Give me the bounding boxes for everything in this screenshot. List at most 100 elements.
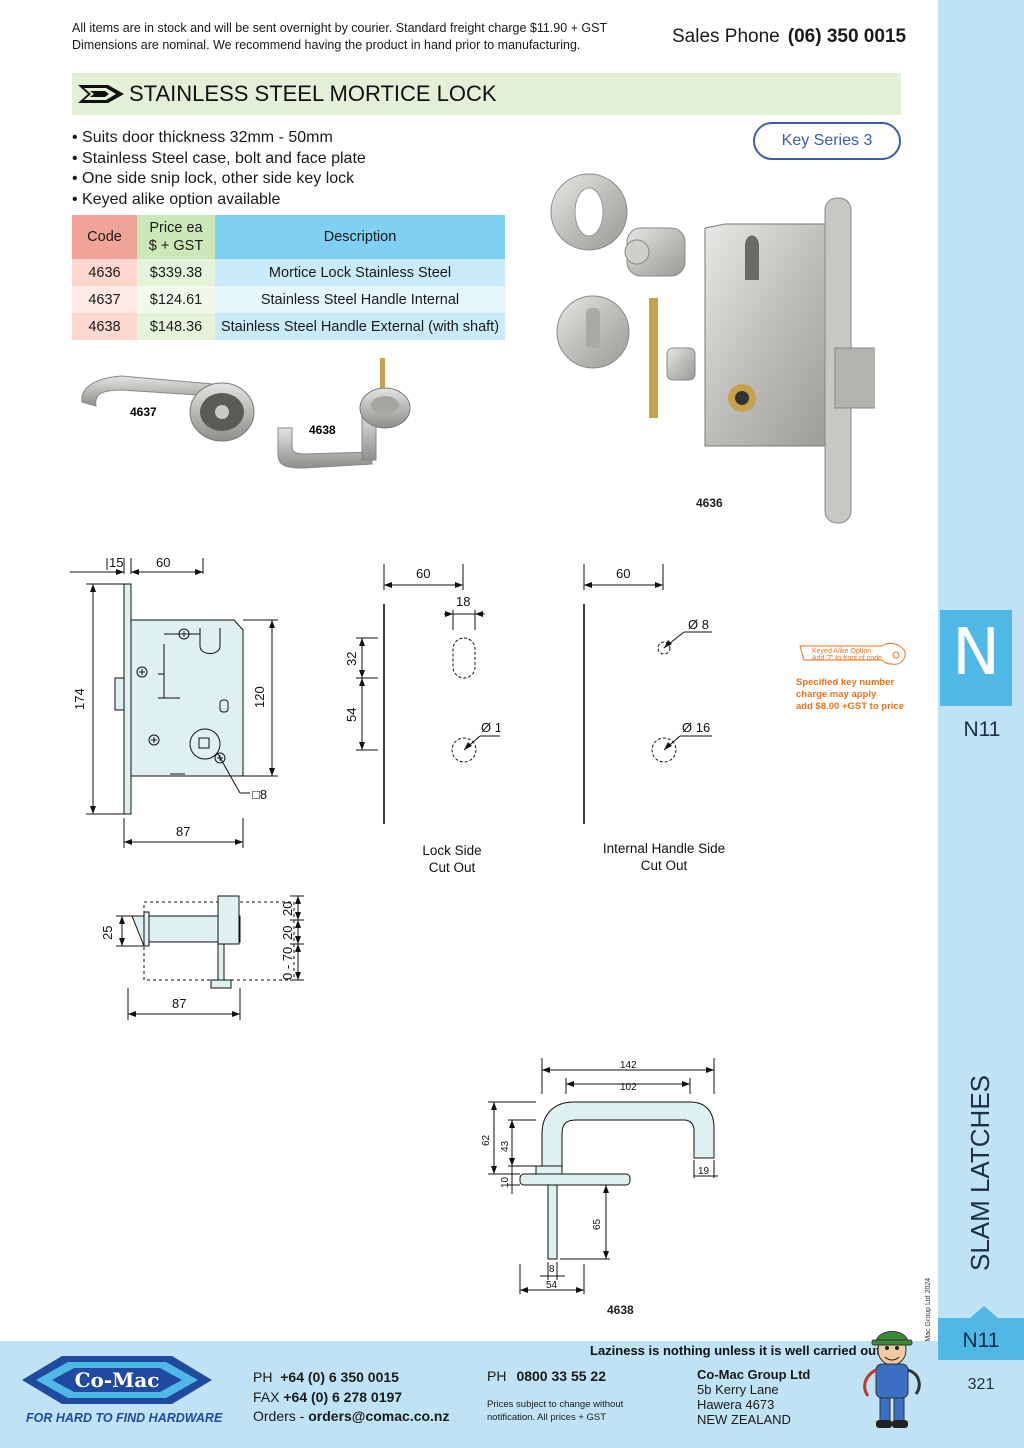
cell-description: Stainless Steel Handle External (with sh… xyxy=(215,313,505,340)
stock-note: All items are in stock and will be sent … xyxy=(72,20,652,54)
lock-side-drawing: 25 20 20 0 - 70 87 xyxy=(100,895,304,1020)
note-line: Specified key number xyxy=(796,677,895,688)
dim-60: 60 xyxy=(416,566,430,581)
dim-87: 87 xyxy=(176,824,190,839)
table-row[interactable]: 4637 $124.61 Stainless Steel Handle Inte… xyxy=(72,286,505,313)
table-row[interactable]: 4636 $339.38 Mortice Lock Stainless Stee… xyxy=(72,259,505,286)
table-header-row: Code Price ea $ + GST Description xyxy=(72,215,505,259)
address-line: NEW ZEALAND xyxy=(697,1412,791,1427)
dim-square-8: □8 xyxy=(252,787,267,802)
cell-price: $124.61 xyxy=(137,286,215,313)
handle-cutout-caption: Internal Handle Side Cut Out xyxy=(594,840,734,874)
comac-logo[interactable]: Co-Mac xyxy=(22,1350,212,1410)
section-letter: N xyxy=(952,616,1000,690)
orders-line: Orders - orders@comac.co.nz xyxy=(253,1407,450,1427)
note-line: charge may apply xyxy=(796,689,877,700)
caption-line: Cut Out xyxy=(428,860,476,875)
feature-item: • Suits door thickness 32mm - 50mm xyxy=(72,129,333,146)
caption-line: Lock Side xyxy=(422,843,482,858)
dim-142: 142 xyxy=(620,1060,637,1071)
table-row[interactable]: 4638 $148.36 Stainless Steel Handle Exte… xyxy=(72,313,505,340)
lock-cutout-caption: Lock Side Cut Out xyxy=(400,842,504,876)
handle-internal-image xyxy=(81,375,255,442)
sales-phone: Sales Phone(06) 350 0015 xyxy=(672,26,906,48)
dim-87-side: 87 xyxy=(172,996,186,1011)
caption-line: Cut Out xyxy=(640,858,688,873)
dim-dia-16: Ø 16 xyxy=(481,720,500,735)
header-description: Description xyxy=(215,215,505,259)
cell-description: Stainless Steel Handle Internal xyxy=(215,286,505,313)
ph-number[interactable]: +64 (0) 6 350 0015 xyxy=(280,1369,399,1385)
orders-label: Orders - xyxy=(253,1408,305,1424)
label-handle-drawing: 4638 xyxy=(607,1303,634,1317)
dim-62: 62 xyxy=(481,1134,492,1146)
title-bar: STAINLESS STEEL MORTICE LOCK xyxy=(72,73,901,115)
dim-20b: 20 xyxy=(280,926,295,940)
header-code: Code xyxy=(72,215,137,259)
footer-section-code: N11 xyxy=(962,1329,1000,1352)
handle-cutout-drawing: 60 Ø 8 Ø 16 xyxy=(583,564,712,824)
feature-item: • Keyed alike option available xyxy=(72,191,281,209)
ph-label: PH xyxy=(253,1369,273,1385)
dim-dia-16: Ø 16 xyxy=(682,720,710,735)
cell-code: 4636 xyxy=(72,259,137,286)
price-note-line: Prices subject to change without xyxy=(487,1399,624,1410)
dim-8: 8 xyxy=(549,1264,555,1275)
phone-line: PH +64 (0) 6 350 0015 xyxy=(253,1368,450,1388)
dim-54: 54 xyxy=(546,1280,558,1291)
key-tag-line1: Keyed Alike Option xyxy=(812,648,871,655)
dim-15: 15 xyxy=(109,555,123,570)
price-note-line: notification. All prices + GST xyxy=(487,1412,607,1423)
key-series-badge: Key Series 3 xyxy=(753,122,901,160)
header-price: Price ea $ + GST xyxy=(137,215,215,259)
company-name: Co-Mac Group Ltd xyxy=(697,1367,811,1382)
label-4638: 4638 xyxy=(309,423,336,437)
ph2-number[interactable]: 0800 33 55 22 xyxy=(516,1368,606,1384)
footer-tagline: Laziness is nothing unless it is well ca… xyxy=(590,1343,885,1358)
tab-notch xyxy=(970,1306,998,1318)
caption-line: Internal Handle Side xyxy=(602,841,726,856)
fax-label: FAX xyxy=(253,1388,280,1405)
stock-note-line2: Dimensions are nominal. We recommend hav… xyxy=(72,38,581,52)
keyed-alike-note: Specified key number charge may apply ad… xyxy=(796,677,926,713)
feature-item: • Stainless Steel case, bolt and face pl… xyxy=(72,149,366,167)
dim-60: 60 xyxy=(156,555,170,570)
section-title: SLAM LATCHES xyxy=(965,1074,995,1271)
dim-0-70: 0 - 70 xyxy=(280,947,295,980)
product-table: Code Price ea $ + GST Description 4636 $… xyxy=(72,215,505,340)
dim-32: 32 xyxy=(344,652,359,666)
handle-drawing: 142 102 62 43 10 19 65 8 54 xyxy=(481,1058,718,1294)
section-tab[interactable]: N xyxy=(940,610,1012,706)
dim-65: 65 xyxy=(592,1218,603,1230)
cell-description: Mortice Lock Stainless Steel xyxy=(215,259,505,286)
dim-174: 174 xyxy=(72,688,87,710)
logo-tagline: FOR HARD TO FIND HARDWARE xyxy=(26,1411,223,1425)
dim-18: 18 xyxy=(456,594,470,609)
address: Co-Mac Group Ltd 5b Kerry Lane Hawera 46… xyxy=(697,1367,810,1427)
dim-43: 43 xyxy=(500,1140,511,1152)
dim-60: 60 xyxy=(616,566,630,581)
dim-20a: 20 xyxy=(280,902,295,916)
dim-dia-8: Ø 8 xyxy=(688,617,709,632)
keyed-alike-option: Keyed Alike Option Add 'Z' to front of c… xyxy=(796,640,926,713)
stock-note-line1: All items are in stock and will be sent … xyxy=(72,21,608,35)
orders-email[interactable]: orders@comac.co.nz xyxy=(308,1408,450,1424)
address-line: Hawera 4673 xyxy=(697,1397,775,1412)
cell-code: 4638 xyxy=(72,313,137,340)
footer-tab: N11 xyxy=(938,1306,1024,1360)
dim-54: 54 xyxy=(344,708,359,722)
sales-phone-number[interactable]: (06) 350 0015 xyxy=(787,26,907,47)
sidebar xyxy=(938,0,1024,1448)
label-4636: 4636 xyxy=(696,496,723,510)
dim-120: 120 xyxy=(252,686,267,708)
dim-19: 19 xyxy=(698,1166,710,1177)
mascot-illustration xyxy=(863,1331,921,1428)
dim-25: 25 xyxy=(100,926,115,940)
page-number: 321 xyxy=(967,1376,995,1393)
cell-price: $339.38 xyxy=(137,259,215,286)
logo-text: Co-Mac xyxy=(75,1368,160,1392)
section-code: N11 xyxy=(963,718,1001,741)
fax-number[interactable]: +64 (0) 6 278 0197 xyxy=(283,1388,403,1405)
key-tag-line2: Add 'Z' to front of code xyxy=(812,655,882,662)
